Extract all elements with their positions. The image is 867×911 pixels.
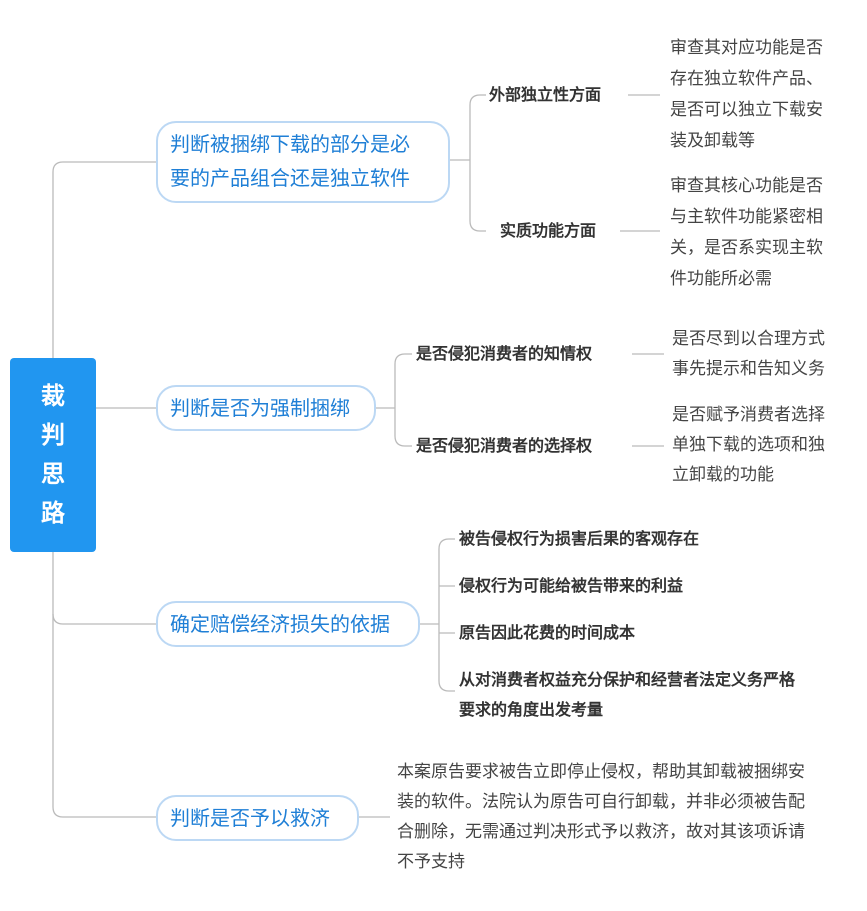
- leaf-line: 与主软件功能紧密相: [670, 207, 823, 227]
- leaf-line: 是否尽到以合理方式: [672, 329, 825, 349]
- leaf-node[interactable]: 是否赋予消费者选择 单独下载的选项和独 立卸载的功能: [672, 400, 825, 490]
- leaf-line: 审查其对应功能是否: [670, 38, 823, 58]
- sub-node-consumer-protection[interactable]: 从对消费者权益充分保护和经营者法定义务严格 要求的角度出发考量: [459, 665, 795, 725]
- leaf-node[interactable]: 是否尽到以合理方式 事先提示和告知义务: [672, 324, 825, 384]
- leaf-line: 审查其核心功能是否: [670, 176, 823, 196]
- leaf-node[interactable]: 审查其对应功能是否 存在独立软件产品、 是否可以独立下载安 装及卸载等: [670, 33, 823, 157]
- root-char: 思: [41, 460, 65, 488]
- sub-node-benefit[interactable]: 侵权行为可能给被告带来的利益: [459, 576, 684, 595]
- branch-label-line: 判断被捆绑下载的部分是必: [170, 132, 410, 156]
- branch-label-line: 要的产品组合还是独立软件: [170, 166, 410, 190]
- branch-node-compensation-basis[interactable]: 确定赔偿经济损失的依据: [156, 601, 420, 647]
- connector-branch3-bracket: [420, 538, 455, 692]
- leaf-line: 不予支持: [397, 852, 465, 872]
- leaf-line: 事先提示和告知义务: [672, 359, 825, 379]
- leaf-line: 装的软件。法院认为原告可自行卸载，并非必须被告配: [397, 792, 805, 812]
- root-node[interactable]: 裁 判 思 路: [10, 358, 96, 552]
- sub-node-right-to-choose[interactable]: 是否侵犯消费者的选择权: [416, 436, 593, 455]
- connector-branch2-bracket: [376, 353, 412, 447]
- sub-label-line: 从对消费者权益充分保护和经营者法定义务严格: [459, 670, 796, 689]
- leaf-line: 合删除，无需通过判决形式予以救济，故对其该项诉请: [397, 822, 805, 842]
- leaf-line: 是否赋予消费者选择: [672, 405, 825, 425]
- branch-node-remedy[interactable]: 判断是否予以救济: [156, 795, 359, 841]
- sub-node-substantive-function[interactable]: 实质功能方面: [500, 221, 597, 240]
- leaf-line: 单独下载的选项和独: [672, 435, 825, 455]
- leaf-node[interactable]: 审查其核心功能是否 与主软件功能紧密相 关，是否系实现主软 件功能所必需: [670, 171, 823, 295]
- leaf-node[interactable]: 本案原告要求被告立即停止侵权，帮助其卸载被捆绑安 装的软件。法院认为原告可自行卸…: [397, 757, 805, 877]
- root-char: 裁: [41, 382, 65, 410]
- sub-node-damage[interactable]: 被告侵权行为损害后果的客观存在: [459, 529, 700, 548]
- leaf-line: 立卸载的功能: [672, 465, 774, 485]
- leaf-line: 本案原告要求被告立即停止侵权，帮助其卸载被捆绑安: [397, 762, 805, 782]
- leaf-line: 装及卸载等: [670, 131, 755, 151]
- root-char: 路: [41, 499, 65, 527]
- connector-root-branch4: [52, 614, 156, 818]
- connector-branch2-leaves: [632, 353, 664, 447]
- connector-root-branch1: [52, 161, 156, 358]
- sub-label-line: 要求的角度出发考量: [459, 700, 604, 719]
- sub-node-time-cost[interactable]: 原告因此花费的时间成本: [459, 623, 636, 642]
- root-char: 判: [41, 421, 65, 449]
- branch-node-necessity[interactable]: 判断被捆绑下载的部分是必 要的产品组合还是独立软件: [156, 121, 450, 203]
- branch-node-forced-bundling[interactable]: 判断是否为强制捆绑: [156, 385, 376, 431]
- leaf-line: 存在独立软件产品、: [670, 69, 823, 89]
- connector-root-branch3: [52, 552, 156, 625]
- leaf-line: 关，是否系实现主软: [670, 238, 823, 258]
- connector-branch1-leaves: [620, 94, 660, 232]
- leaf-line: 是否可以独立下载安: [670, 100, 823, 120]
- sub-node-right-to-know[interactable]: 是否侵犯消费者的知情权: [416, 344, 593, 363]
- connector-branch1-bracket: [450, 94, 486, 232]
- sub-node-external-independence[interactable]: 外部独立性方面: [489, 85, 602, 104]
- leaf-line: 件功能所必需: [670, 269, 772, 289]
